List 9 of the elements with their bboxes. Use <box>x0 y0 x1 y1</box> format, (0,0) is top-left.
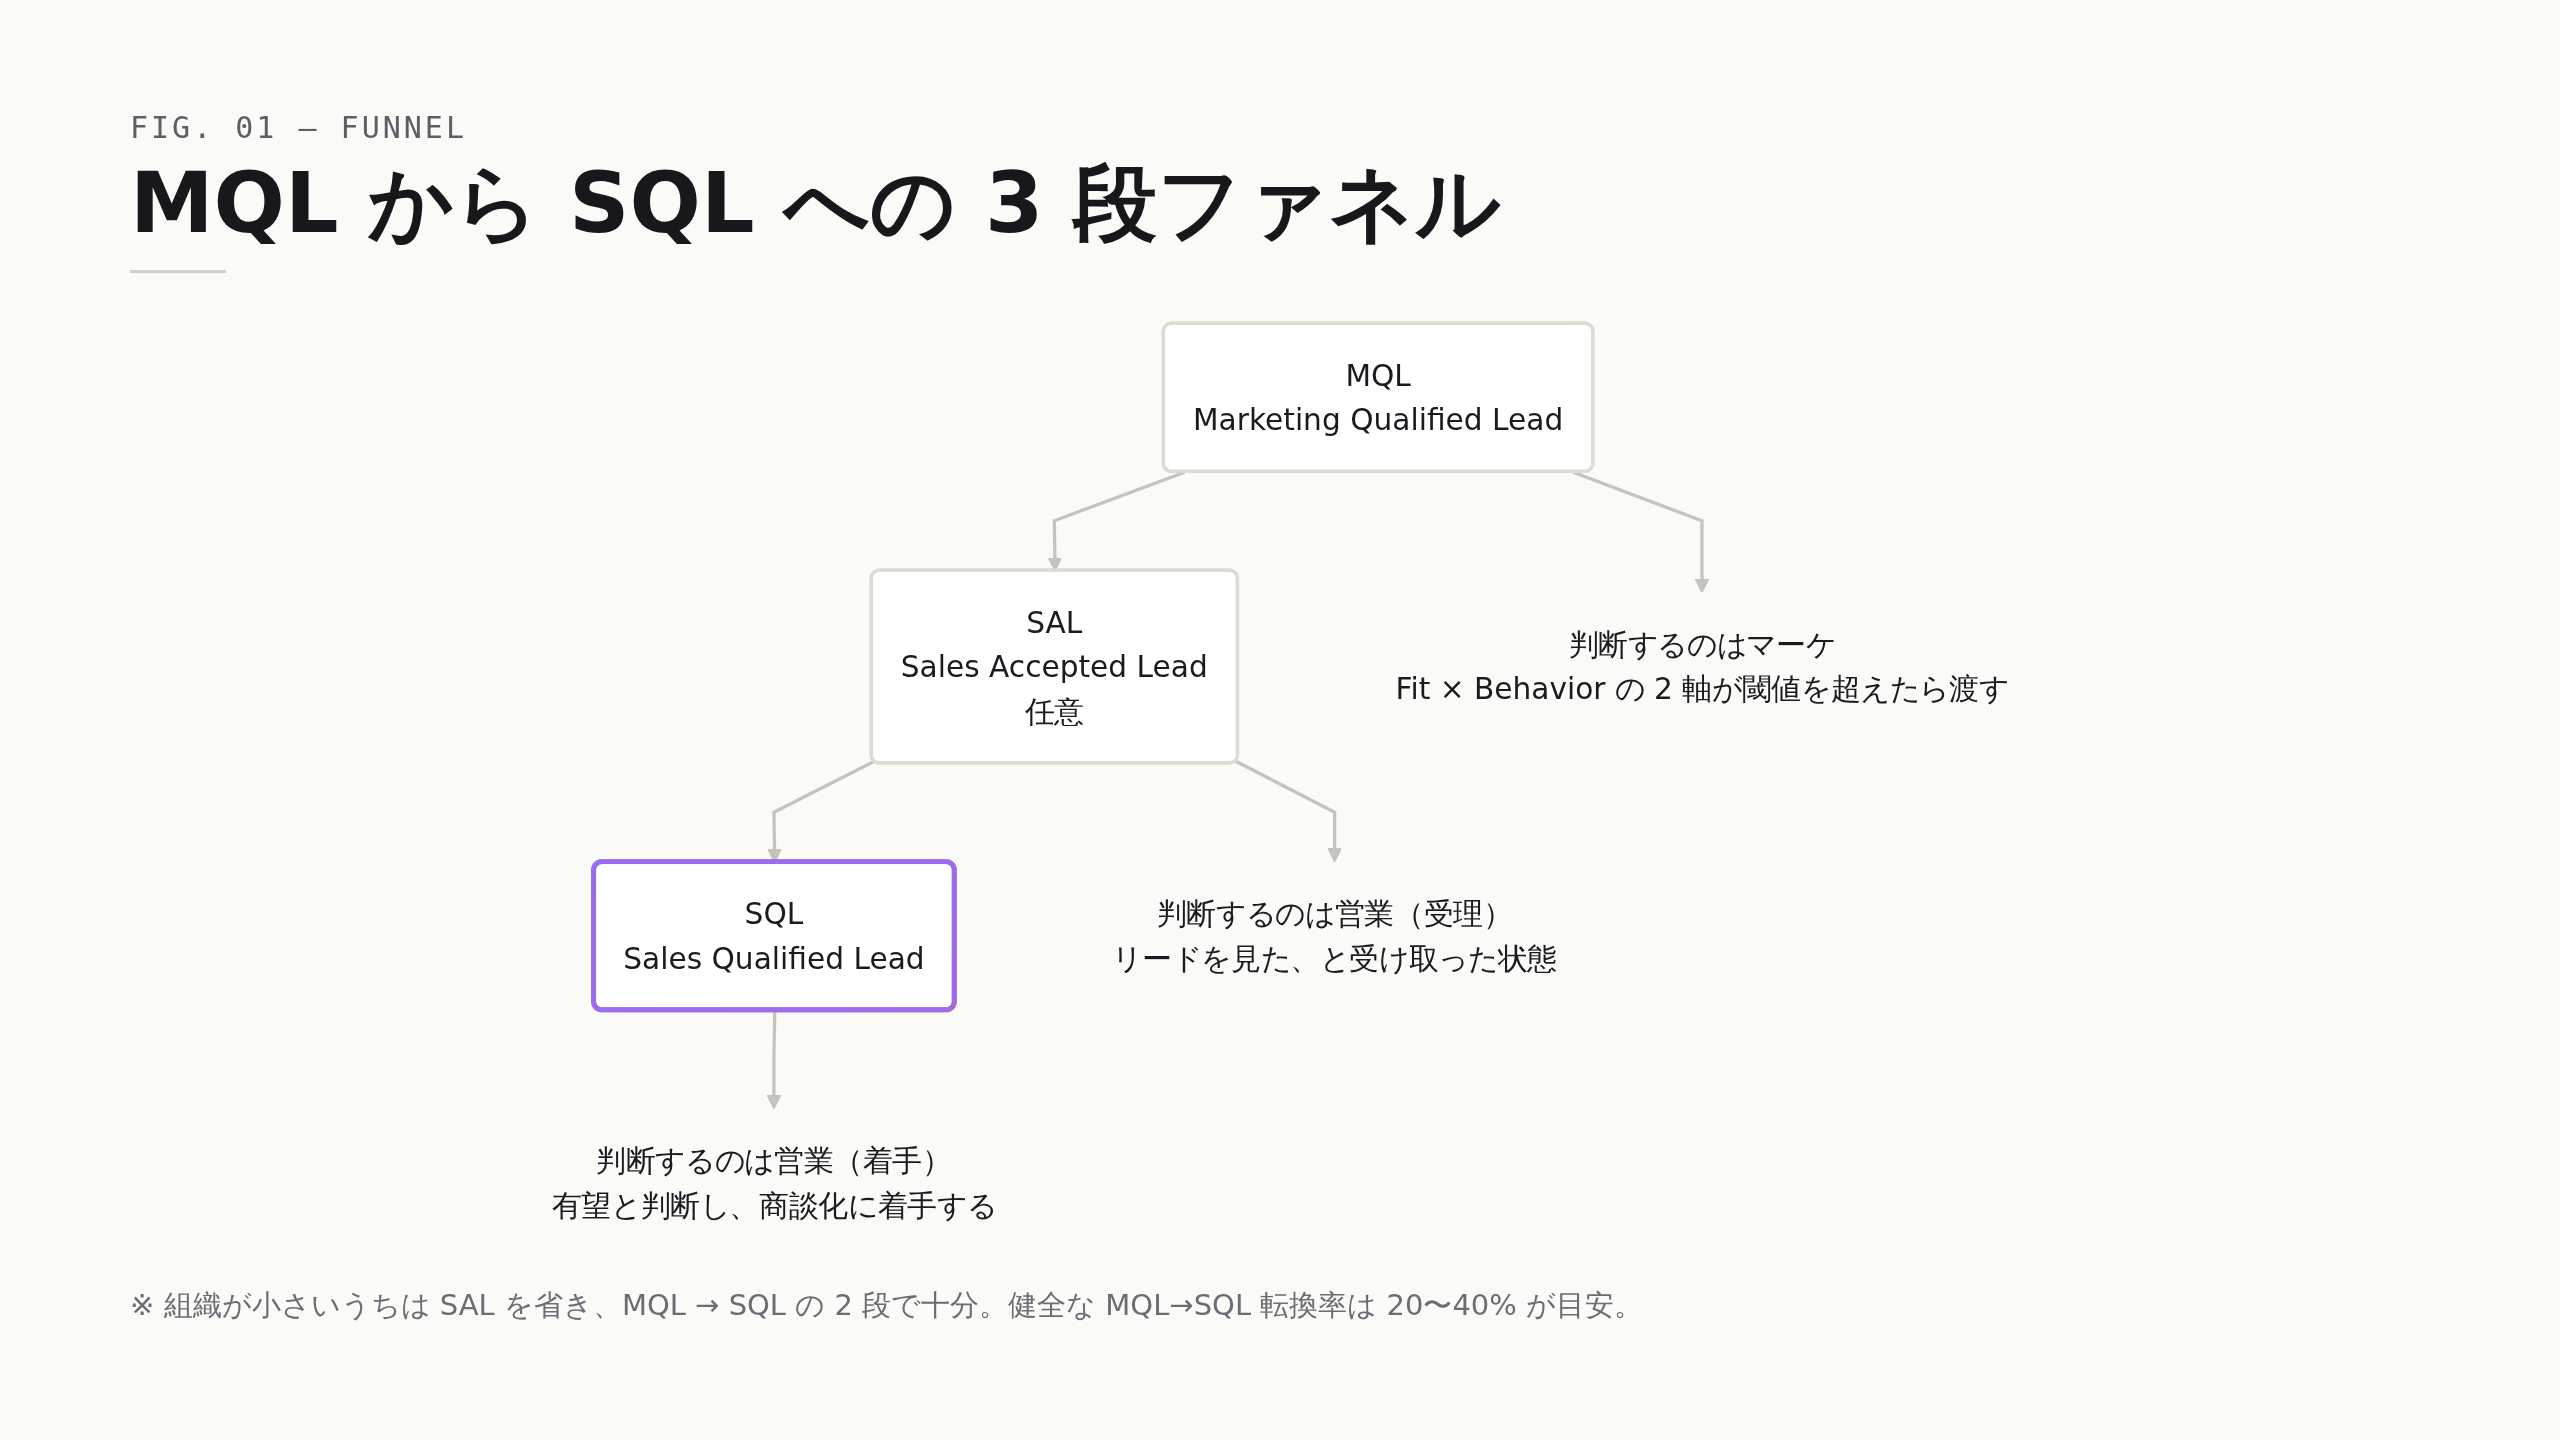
arrow <box>1572 470 1710 594</box>
arrow <box>766 1010 782 1110</box>
title: MQL から SQL への 3 段ファネル <box>130 155 1501 252</box>
footnote: ※ 組織が小さいうちは SAL を省き、MQL → SQL の 2 段で十分。健全な MQL→SQL 転換率は 20〜40% が目安。 <box>130 1287 1644 1324</box>
arrow <box>1235 759 1342 863</box>
node-text: 判断するのは営業（着手） 有望と判断し、商談化に着手する <box>551 1143 997 1223</box>
node-text: 判断するのはマーケ Fit × Behavior の 2 軸が閾値を超えたら渡す <box>1395 626 2009 707</box>
node-text: 判断するのは営業（受理） リードを見た、と受け取った状態 <box>1112 896 1557 976</box>
figure-label: FIG. 01 — FUNNEL <box>130 110 467 145</box>
